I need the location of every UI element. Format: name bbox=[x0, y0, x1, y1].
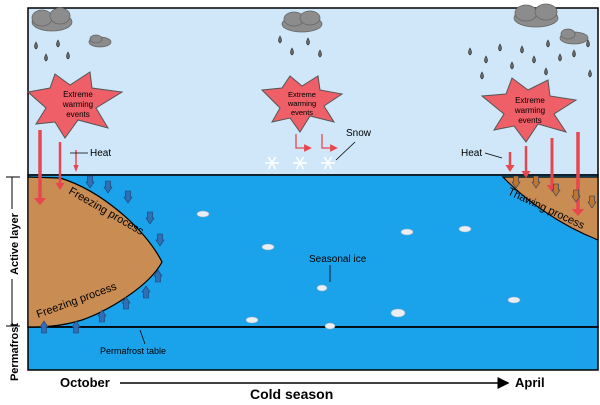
snowflake-icon bbox=[293, 156, 307, 170]
raindrop-icon bbox=[586, 39, 590, 48]
heat-label-pointer bbox=[484, 152, 503, 159]
active-layer-label: Active layer bbox=[9, 209, 21, 279]
raindrop-icon bbox=[278, 35, 282, 44]
warming-label-line1: Extreme bbox=[63, 90, 93, 99]
permafrost-table-pointer bbox=[139, 329, 146, 345]
heat-label: Heat bbox=[90, 148, 111, 159]
ice-chunk-icon bbox=[324, 322, 336, 330]
october-label: October bbox=[60, 375, 110, 390]
raindrops bbox=[34, 35, 592, 80]
warming-label-line1: Extreme bbox=[515, 96, 545, 105]
raindrop-icon bbox=[306, 37, 310, 46]
freezing-arrow-icon bbox=[97, 309, 107, 323]
warming-label-line3: events bbox=[291, 108, 313, 117]
raindrop-icon bbox=[510, 61, 514, 70]
raindrop-icon bbox=[544, 67, 548, 76]
ice-chunk-icon bbox=[316, 284, 328, 292]
cloud-icon bbox=[88, 34, 112, 48]
cloud-icon bbox=[31, 7, 73, 32]
heat-arrow-head bbox=[73, 165, 79, 172]
permafrost-table-label: Permafrost table bbox=[100, 346, 166, 356]
warming-label-line2: warming bbox=[514, 106, 545, 115]
thawing-arrows bbox=[511, 175, 597, 209]
april-label: April bbox=[515, 375, 545, 390]
thawing-arrow-icon bbox=[551, 183, 561, 197]
snowflake-icon bbox=[265, 156, 279, 170]
raindrop-icon bbox=[558, 53, 562, 62]
freezing-arrow-icon bbox=[145, 211, 155, 225]
cloud-icon bbox=[281, 10, 323, 33]
raindrop-icon bbox=[546, 39, 550, 48]
thawing-arrow-icon bbox=[531, 175, 541, 189]
raindrop-icon bbox=[572, 49, 576, 58]
freezing-arrow-icon bbox=[141, 285, 151, 299]
freezing-arrow-icon bbox=[71, 320, 81, 334]
raindrop-icon bbox=[484, 55, 488, 64]
ice-chunk-icon bbox=[400, 228, 414, 236]
raindrop-icon bbox=[56, 39, 60, 48]
ice-chunk-icon bbox=[458, 225, 472, 233]
heat-arrow-icon bbox=[321, 134, 338, 152]
cold-season-label: Cold season bbox=[250, 386, 334, 402]
raindrop-icon bbox=[480, 71, 484, 80]
warming-label-line2: warming bbox=[62, 100, 93, 109]
raindrop-icon bbox=[44, 53, 48, 62]
freezing-arrow-icon bbox=[103, 180, 113, 194]
freezing-arrow-icon bbox=[121, 296, 131, 310]
heat-arrow-icon bbox=[295, 134, 312, 152]
thawing-arrow-icon bbox=[587, 195, 597, 209]
raindrop-icon bbox=[588, 69, 592, 78]
raindrop-icon bbox=[290, 47, 294, 56]
ice-chunks bbox=[196, 210, 521, 330]
snowflakes bbox=[265, 156, 335, 170]
ice-chunk-icon bbox=[507, 296, 521, 304]
raindrop-icon bbox=[468, 47, 472, 56]
raindrop-icon bbox=[66, 51, 70, 60]
snowflake-icon bbox=[321, 156, 335, 170]
freezing-soil-region bbox=[27, 176, 163, 328]
freezing-arrow-icon bbox=[155, 233, 165, 247]
warming-label-line3: events bbox=[66, 110, 90, 119]
raindrop-icon bbox=[532, 55, 536, 64]
ice-chunk-icon bbox=[261, 243, 275, 251]
thawing-arrow-icon bbox=[571, 189, 581, 203]
permafrost-label: Permafrost bbox=[9, 322, 21, 382]
raindrop-icon bbox=[34, 41, 38, 50]
ice-chunk-icon bbox=[245, 316, 259, 324]
cloud-icon bbox=[559, 28, 589, 45]
heat-arrow-head bbox=[521, 171, 531, 178]
heat-arrow-head bbox=[33, 198, 47, 205]
freezing-arrow-icon bbox=[39, 320, 49, 334]
ice-chunk-icon bbox=[390, 308, 406, 318]
warming-star-icon bbox=[480, 77, 578, 143]
heat-arrow-head bbox=[55, 183, 65, 190]
freezing-arrow-icon bbox=[85, 175, 95, 189]
warming-label-line1: Extreme bbox=[288, 90, 316, 99]
freezing-arrow-icon bbox=[123, 190, 133, 204]
warming-label-line2: warming bbox=[287, 99, 316, 108]
warming-star-icon bbox=[260, 75, 344, 133]
freezing-arrow-icon bbox=[153, 269, 163, 283]
snow-label: Snow bbox=[346, 128, 372, 139]
heat-label: Heat bbox=[461, 148, 482, 159]
heat-arrow-head bbox=[571, 209, 585, 216]
cloud-icon bbox=[513, 3, 559, 28]
thawing-arrow-icon bbox=[511, 175, 521, 189]
warming-label-line3: events bbox=[518, 116, 542, 125]
freezing-arrows bbox=[39, 175, 165, 334]
raindrop-icon bbox=[318, 49, 322, 58]
seasonal-ice-label: Seasonal ice bbox=[309, 254, 367, 265]
raindrop-icon bbox=[498, 43, 502, 52]
ice-chunk-icon bbox=[196, 210, 210, 218]
snow-label-pointer bbox=[335, 141, 356, 161]
heat-arrow-head bbox=[505, 165, 515, 172]
raindrop-icon bbox=[520, 45, 524, 54]
warming-star-icon bbox=[26, 71, 124, 139]
